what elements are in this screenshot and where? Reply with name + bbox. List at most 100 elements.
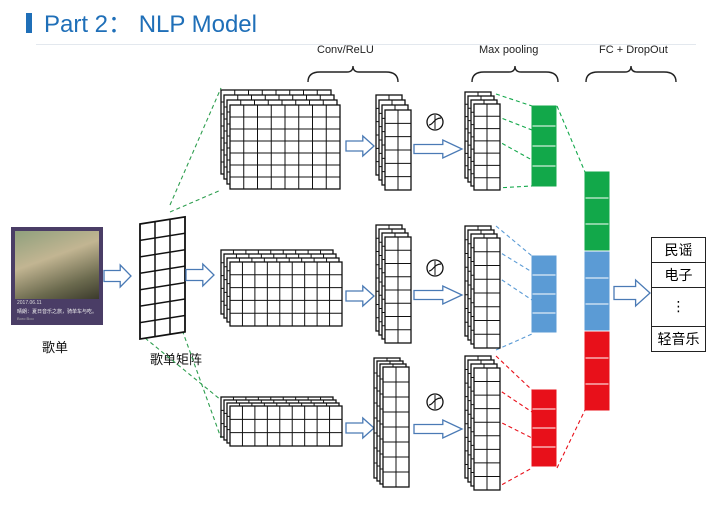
playlist-matrix-row bbox=[140, 298, 185, 307]
pooled-vector-green-border bbox=[531, 105, 557, 187]
relu-icon-mid bbox=[426, 259, 444, 277]
playlist-matrix-row bbox=[140, 265, 185, 275]
link-pool-green-4 bbox=[495, 185, 533, 189]
conv-brace bbox=[307, 65, 399, 83]
pooled-vector-red-cell bbox=[531, 427, 557, 448]
link-pool-blue-2 bbox=[495, 249, 533, 273]
arrow-conv1 bbox=[345, 134, 375, 158]
arrow-cover-to-matrix bbox=[103, 263, 132, 289]
pooled-vector-green bbox=[531, 105, 557, 187]
link-pool-red-2 bbox=[495, 387, 533, 413]
title-accent-bar bbox=[26, 13, 32, 33]
link-matrix-bot bbox=[144, 337, 222, 401]
pooled-vector-red-cell bbox=[531, 389, 557, 410]
pool-top-3 bbox=[473, 103, 501, 191]
arrow-conv3 bbox=[345, 416, 375, 440]
pooled-vector-green-cell bbox=[531, 125, 557, 147]
arrow-act1 bbox=[413, 138, 464, 160]
pooled-vector-red-border bbox=[531, 389, 557, 467]
arrow-act2 bbox=[413, 284, 464, 306]
pooled-vector-blue-cell bbox=[531, 274, 557, 295]
playlist-label: 歌单 bbox=[42, 341, 69, 356]
pooled-vector-blue-cell bbox=[531, 312, 557, 333]
conv-input-mid-3-frame bbox=[229, 261, 343, 327]
feature-bot-3 bbox=[382, 366, 410, 488]
playlist-matrix-row bbox=[140, 232, 185, 242]
link-pool-red-1 bbox=[495, 355, 533, 391]
playlist-matrix-frame bbox=[139, 215, 186, 341]
arrow-conv2 bbox=[345, 284, 375, 308]
pooled-vector-green-cell bbox=[531, 105, 557, 127]
pooled-vector-green-cell bbox=[531, 145, 557, 167]
fc-red-segment-cell bbox=[584, 357, 610, 385]
network-layers bbox=[103, 65, 677, 491]
connection-lines bbox=[144, 87, 586, 489]
fc-brace bbox=[585, 65, 677, 83]
feature-top-3 bbox=[384, 109, 412, 191]
fc-red-segment-cell bbox=[584, 331, 610, 359]
pooled-vector-blue-border bbox=[531, 255, 557, 333]
pooled-vector-blue bbox=[531, 255, 557, 333]
link-matrix-top bbox=[169, 87, 222, 206]
link-pool-green-2 bbox=[495, 115, 533, 131]
fc-blue-segment bbox=[584, 251, 610, 331]
output-class-light-music: 轻音乐 bbox=[651, 326, 706, 352]
pooled-vector-red bbox=[531, 389, 557, 467]
link-pool-green-3 bbox=[495, 139, 533, 161]
relu-icon-top bbox=[426, 113, 444, 131]
fc-blue-segment-border bbox=[584, 251, 610, 331]
link-red-fc bbox=[556, 409, 586, 469]
pooled-vector-green-cell bbox=[531, 165, 557, 187]
pool-stage-label: Max pooling bbox=[479, 44, 539, 56]
fc-green-segment-cell bbox=[584, 171, 610, 199]
fc-green-segment bbox=[584, 171, 610, 251]
fc-green-segment-cell bbox=[584, 223, 610, 251]
relu-icon-top-curve bbox=[428, 117, 442, 126]
pool-bot-3 bbox=[473, 367, 501, 491]
link-pool-blue-1 bbox=[495, 225, 533, 257]
pool-brace bbox=[471, 65, 559, 83]
link-matrix-bot2 bbox=[179, 323, 222, 439]
pooled-vector-blue-cell bbox=[531, 255, 557, 276]
pooled-vector-blue-cell bbox=[531, 293, 557, 314]
conv-input-mid-3 bbox=[229, 261, 343, 327]
conv-input-bot-3 bbox=[229, 405, 343, 447]
fc-red-segment-border bbox=[584, 331, 610, 411]
cover-author: Boro Boo bbox=[17, 316, 34, 321]
matrix-label: 歌单矩阵 bbox=[150, 353, 203, 368]
link-pool-green-1 bbox=[495, 93, 533, 107]
playlist-matrix-row bbox=[140, 248, 185, 258]
pooled-vector-red-cell bbox=[531, 408, 557, 429]
fc-blue-segment-cell bbox=[584, 303, 610, 331]
link-pool-red-4 bbox=[495, 467, 533, 489]
cover-caption: 晴朗：夏日音乐之旅，骑单车与吃。 bbox=[17, 309, 98, 315]
link-pool-blue-3 bbox=[495, 275, 533, 301]
cover-date: 2017.06.11 bbox=[17, 300, 42, 306]
title-divider bbox=[36, 44, 696, 45]
feature-mid-3 bbox=[384, 236, 412, 344]
fc-stage-label: FC + DropOut bbox=[599, 44, 668, 56]
relu-icon-bot bbox=[426, 393, 444, 411]
playlist-cover-image: 2017.06.11 晴朗：夏日音乐之旅，骑单车与吃。 Boro Boo bbox=[11, 227, 103, 325]
fc-blue-segment-cell bbox=[584, 251, 610, 279]
output-class-ellipsis: ⋮ bbox=[651, 287, 706, 327]
link-pool-blue-4 bbox=[495, 333, 533, 351]
pooled-vector-red-cell bbox=[531, 446, 557, 467]
page-title: Part 2： NLP Model bbox=[44, 11, 257, 38]
fc-green-segment-cell bbox=[584, 197, 610, 225]
fc-green-segment-border bbox=[584, 171, 610, 251]
conv-stage-label: Conv/ReLU bbox=[317, 44, 374, 56]
playlist-matrix-row bbox=[140, 281, 185, 291]
cover-photo bbox=[15, 231, 99, 299]
playlist-matrix bbox=[139, 215, 186, 341]
fc-red-segment-cell bbox=[584, 383, 610, 411]
fc-blue-segment-cell bbox=[584, 277, 610, 305]
link-pool-red-3 bbox=[495, 419, 533, 439]
fc-red-segment bbox=[584, 331, 610, 411]
link-matrix-top2 bbox=[169, 189, 222, 213]
relu-icon-bot-curve bbox=[428, 397, 442, 406]
relu-icon-mid-curve bbox=[428, 263, 442, 272]
link-green-fc bbox=[556, 105, 586, 173]
arrow-act3 bbox=[413, 418, 464, 440]
